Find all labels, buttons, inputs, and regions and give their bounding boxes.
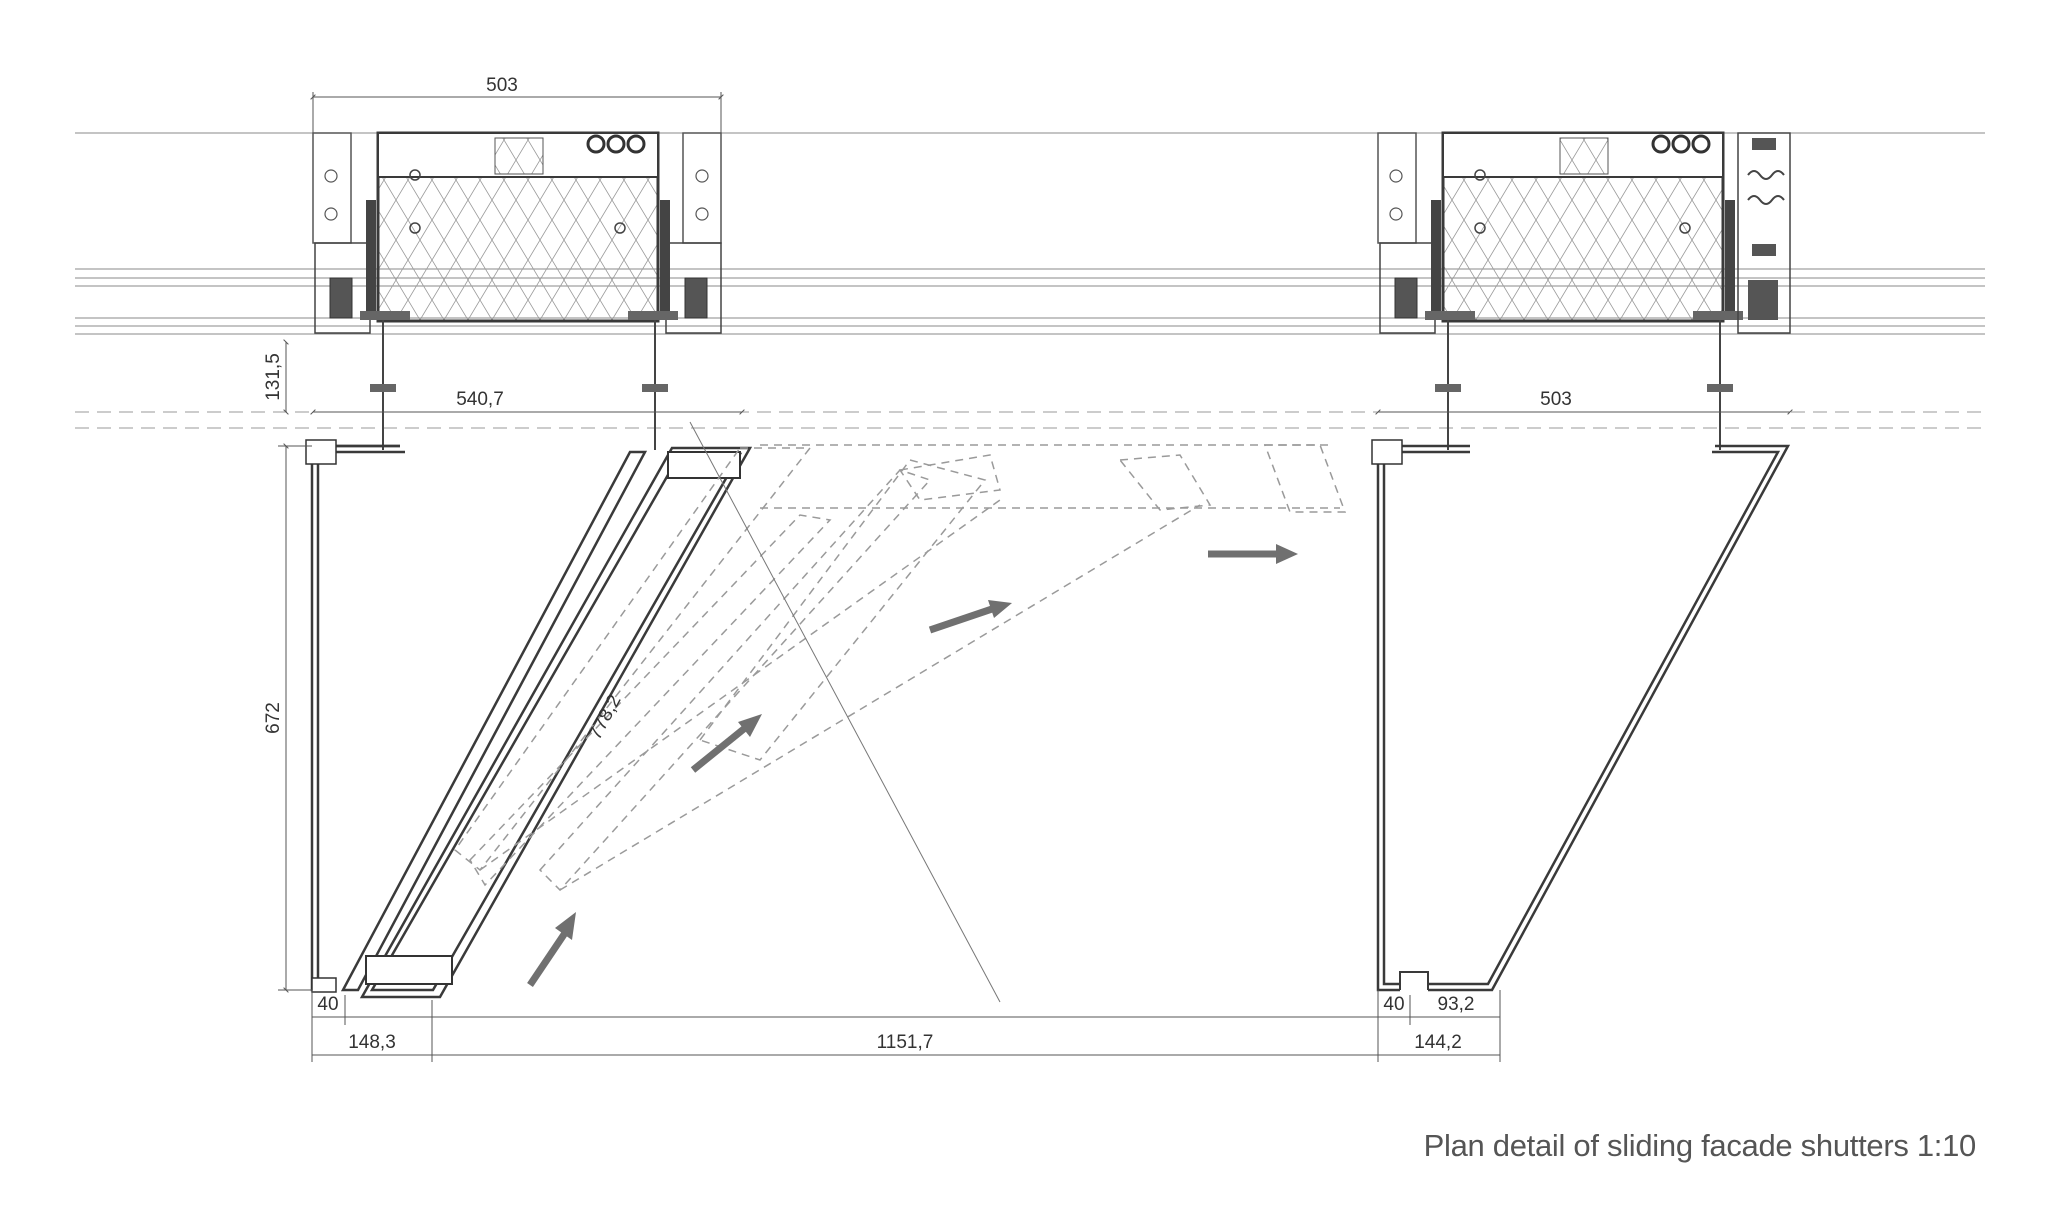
motion-arrow-icon <box>527 912 576 987</box>
panel-motion-ghosts <box>453 444 1347 892</box>
left-shutter-frame <box>305 439 648 993</box>
dim-shutter-depth: 672 <box>263 702 284 734</box>
dim-offset-depth: 131,5 <box>263 353 284 401</box>
right-shutter-frame <box>1371 439 1791 992</box>
dim-left-span: 540,7 <box>456 389 504 410</box>
dim-left-column-width: 503 <box>486 75 518 96</box>
dim-panel-diagonal: 778,2 <box>585 691 626 743</box>
dimension-lines <box>278 92 1793 1062</box>
right-column-section <box>1377 131 1791 450</box>
dim-right-edge: 40 <box>1383 994 1404 1015</box>
drawing-caption: Plan detail of sliding facade shutters 1… <box>1423 1128 1977 1163</box>
motion-arrows <box>527 544 1298 987</box>
bolt-icon <box>409 169 421 181</box>
dim-sliding-travel: 1151,7 <box>877 1032 934 1053</box>
motion-arrow-icon <box>1208 544 1298 564</box>
motion-arrow-icon <box>690 714 762 773</box>
dim-right-inner: 93,2 <box>1438 994 1475 1015</box>
motion-arrow-icon <box>928 600 1012 634</box>
sliding-panel <box>359 446 753 999</box>
dim-right-return: 144,2 <box>1414 1032 1462 1053</box>
dim-left-edge: 40 <box>317 994 338 1015</box>
dim-right-column-width: 503 <box>1540 389 1572 410</box>
track-dashed-lines <box>75 411 1985 429</box>
dim-left-return: 148,3 <box>348 1032 396 1053</box>
left-column-section <box>312 131 722 450</box>
